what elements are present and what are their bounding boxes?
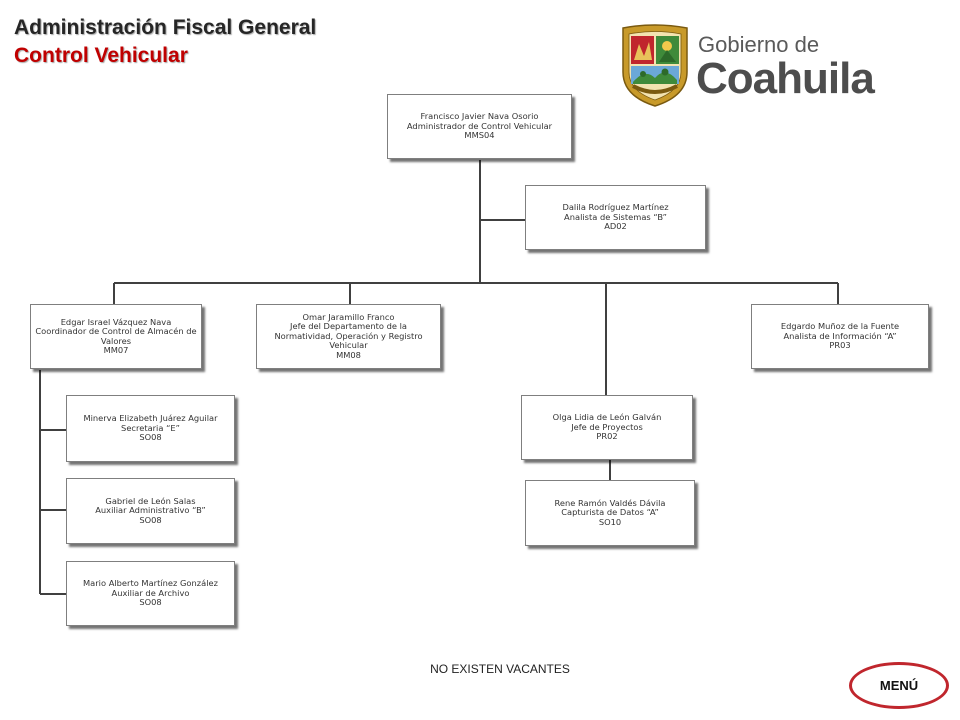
org-name: Dalila Rodríguez Martínez <box>562 202 669 213</box>
org-role: Coordinador de Control de Almacén de Val… <box>35 326 197 346</box>
org-code: SO08 <box>139 597 162 608</box>
org-name: Francisco Javier Nava Osorio <box>420 111 539 122</box>
logo-text-line2: Coahuila <box>696 54 875 103</box>
org-box-department-head: Omar Jaramillo Franco Jefe del Departame… <box>256 304 441 369</box>
org-code: AD02 <box>604 221 627 232</box>
org-name: Olga Lidia de León Galván <box>552 412 662 423</box>
org-role: Auxiliar de Archivo <box>111 587 190 598</box>
org-role: Jefe del Departamento de la Normatividad… <box>274 321 423 351</box>
org-box-projects-head: Olga Lidia de León Galván Jefe de Proyec… <box>521 395 693 460</box>
org-name: Edgar Israel Vázquez Nava <box>60 316 172 327</box>
org-name: Gabriel de León Salas <box>105 495 196 506</box>
org-box-secretary: Minerva Elizabeth Juárez Aguilar Secreta… <box>66 395 235 462</box>
org-code: MM08 <box>336 349 361 360</box>
page-title: Administración Fiscal General <box>14 16 317 39</box>
org-role: Jefe de Proyectos <box>571 421 643 432</box>
org-box-admin-assistant: Gabriel de León Salas Auxiliar Administr… <box>66 478 235 544</box>
vacancies-note: NO EXISTEN VACANTES <box>430 662 570 676</box>
org-box-analyst: Edgardo Muñoz de la Fuente Analista de I… <box>751 304 929 369</box>
menu-button[interactable]: MENÚ <box>849 662 949 709</box>
org-box-archive-assistant: Mario Alberto Martínez González Auxiliar… <box>66 561 235 626</box>
org-role: Capturista de Datos “A” <box>561 507 659 518</box>
org-role: Secretaria “E” <box>121 422 180 433</box>
org-code: SO08 <box>139 432 162 443</box>
org-role: Auxiliar Administrativo “B” <box>95 505 206 516</box>
org-role: Administrador de Control Vehicular <box>406 120 553 131</box>
org-code: MMS04 <box>464 130 495 141</box>
page-subtitle: Control Vehicular <box>14 44 188 67</box>
gobierno-coahuila-logo: Gobierno de Coahuila <box>583 16 884 128</box>
org-name: Mario Alberto Martínez González <box>83 578 218 589</box>
org-box-coordinator: Edgar Israel Vázquez Nava Coordinador de… <box>30 304 202 369</box>
org-box-staff: Dalila Rodríguez Martínez Analista de Si… <box>525 185 706 250</box>
org-box-data-capturist: Rene Ramón Valdés Dávila Capturista de D… <box>525 480 695 546</box>
org-code: SO10 <box>598 516 622 527</box>
logo-text-line1: Gobierno de <box>698 32 820 57</box>
org-name: Rene Ramón Valdés Dávila <box>554 497 666 508</box>
org-name: Omar Jaramillo Franco <box>302 311 395 322</box>
org-code: MM07 <box>103 344 129 355</box>
org-code: PR03 <box>829 340 851 351</box>
org-box-director: Francisco Javier Nava Osorio Administrad… <box>387 94 572 159</box>
org-code: SO08 <box>139 514 162 525</box>
org-role: Analista de Información “A” <box>783 330 897 341</box>
org-role: Analista de Sistemas “B” <box>564 211 667 222</box>
org-code: PR02 <box>596 431 618 442</box>
org-name: Minerva Elizabeth Juárez Aguilar <box>83 413 218 424</box>
org-name: Edgardo Muñoz de la Fuente <box>780 321 900 332</box>
coahuila-coat-of-arms-icon <box>622 24 688 107</box>
